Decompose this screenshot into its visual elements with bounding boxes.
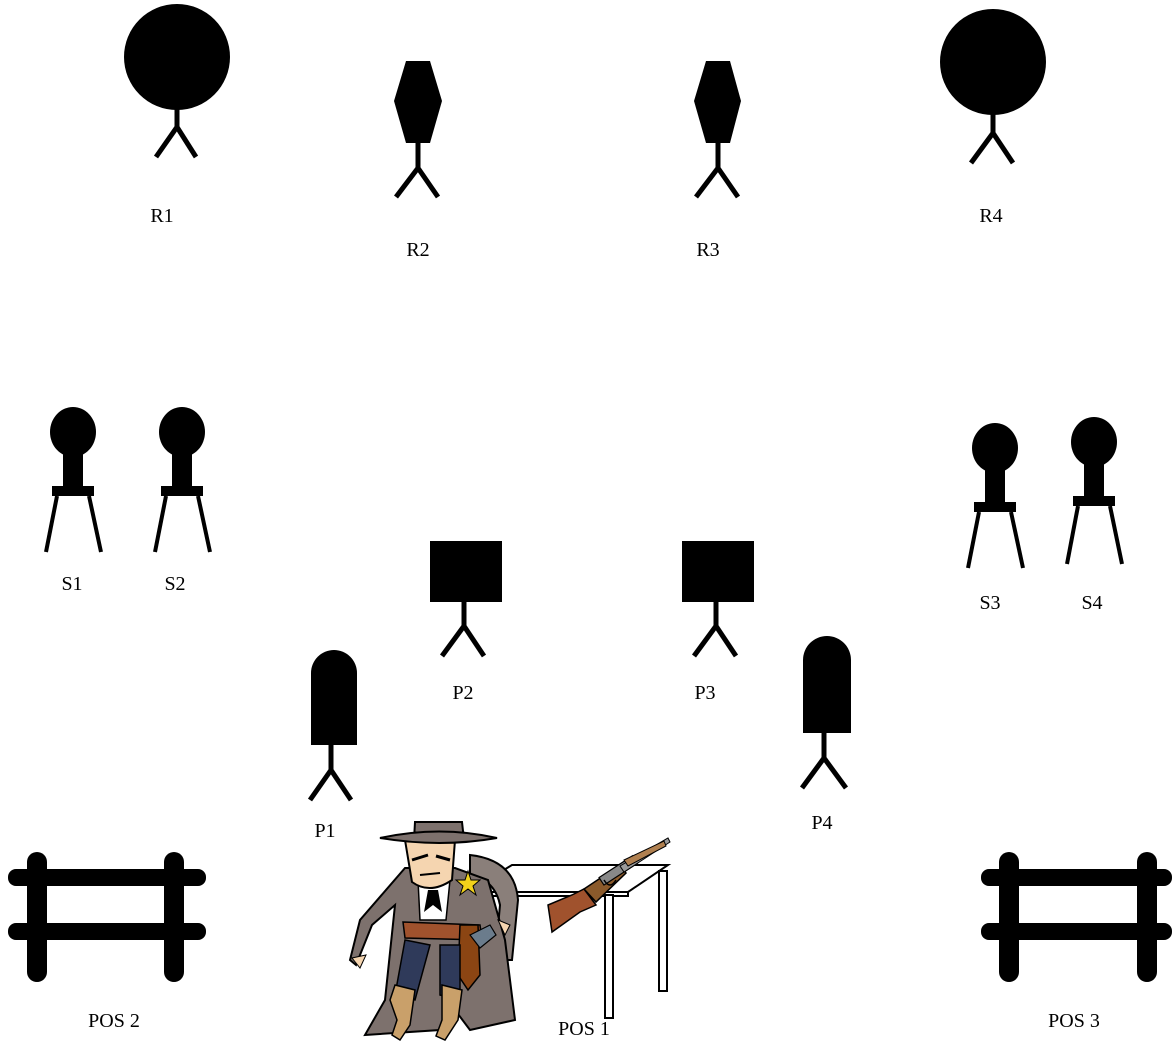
round-target-icon	[124, 4, 230, 110]
target-r1	[124, 4, 230, 159]
label-p2: P2	[452, 682, 474, 704]
target-p4	[799, 636, 851, 790]
target-stand	[439, 602, 487, 658]
target-p1	[307, 650, 357, 802]
label-r2: R2	[406, 239, 430, 261]
rifle-on-table-icon	[547, 837, 671, 934]
target-r4	[940, 9, 1046, 165]
target-stand	[153, 104, 199, 159]
tombstone-target-icon	[311, 650, 357, 745]
knockdown-target-icon	[44, 407, 103, 553]
target-stand	[307, 745, 354, 802]
fence-icon	[981, 852, 1172, 982]
label-pos2: POS 2	[88, 1010, 140, 1032]
label-p1: P1	[314, 820, 336, 842]
target-p2	[430, 541, 502, 658]
label-pos1: POS 1	[558, 1018, 610, 1040]
target-stand	[694, 143, 741, 199]
knockdown-target-icon	[966, 423, 1025, 569]
target-stand	[968, 110, 1016, 165]
fence-pos2	[8, 852, 206, 982]
label-pos3: POS 3	[1048, 1010, 1100, 1032]
target-s3	[966, 423, 1025, 569]
label-s1: S1	[61, 573, 83, 595]
target-r3	[694, 61, 741, 199]
label-r3: R3	[696, 239, 720, 261]
label-s2: S2	[164, 573, 186, 595]
label-p4: P4	[811, 812, 833, 834]
fence-icon	[8, 852, 206, 982]
target-s1	[44, 407, 103, 553]
seated-cowboy-sheriff-icon	[348, 821, 520, 1042]
target-stand	[691, 602, 739, 658]
target-s4	[1065, 417, 1124, 565]
square-target-icon	[682, 541, 754, 602]
target-s2	[153, 407, 212, 553]
hex-target-icon	[694, 61, 741, 143]
hex-target-icon	[394, 61, 442, 143]
tombstone-target-icon	[803, 636, 851, 733]
target-p3	[682, 541, 754, 658]
label-s4: S4	[1081, 592, 1103, 614]
knockdown-target-icon	[153, 407, 212, 553]
label-r1: R1	[150, 205, 174, 227]
round-target-icon	[940, 9, 1046, 115]
fence-pos3	[981, 852, 1172, 982]
target-r2	[394, 61, 442, 199]
label-p3: P3	[694, 682, 716, 704]
label-r4: R4	[979, 205, 1003, 227]
label-s3: S3	[979, 592, 1001, 614]
target-stand	[394, 143, 441, 199]
target-stand	[799, 733, 849, 790]
square-target-icon	[430, 541, 502, 602]
knockdown-target-icon	[1065, 417, 1124, 565]
